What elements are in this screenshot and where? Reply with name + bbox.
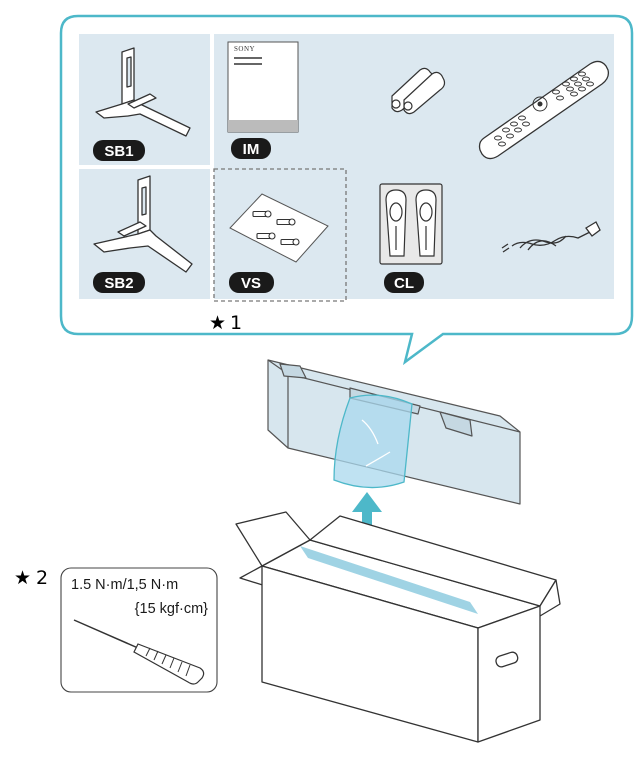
footnote-1-number: 1 — [230, 312, 242, 334]
cable-clips-illustration — [379, 183, 443, 265]
screwdriver-spec-box: 1.5 N·m/1,5 N·m {15 kgf·cm} — [60, 567, 218, 693]
footnote-2-number: 2 — [36, 567, 48, 589]
badge-cl: CL — [384, 272, 424, 293]
badge-im: IM — [231, 138, 271, 159]
star-icon: ★ — [209, 312, 226, 334]
stand-sb2-illustration — [93, 175, 193, 273]
power-cord-illustration — [501, 221, 601, 253]
badge-sb2: SB2 — [93, 272, 145, 293]
carton-box-illustration — [235, 511, 561, 743]
badge-vs: VS — [229, 272, 274, 293]
footnote-2: ★ 2 — [14, 567, 48, 589]
torque-spec-line1: 1.5 N·m/1,5 N·m — [71, 577, 178, 593]
stand-sb1-illustration — [95, 47, 191, 137]
batteries-illustration — [391, 67, 446, 115]
screwdriver-icon — [73, 619, 205, 685]
badge-im-label: IM — [243, 141, 260, 158]
screws-vs-group — [213, 168, 347, 302]
badge-cl-label: CL — [394, 275, 414, 292]
badge-sb1: SB1 — [93, 140, 145, 161]
instruction-manual-illustration: SONY — [227, 41, 299, 133]
star-icon-2: ★ — [14, 567, 31, 589]
badge-sb2-label: SB2 — [104, 275, 133, 292]
badge-vs-label: VS — [241, 275, 261, 292]
torque-spec-line2: {15 kgf·cm} — [135, 601, 208, 617]
badge-sb1-label: SB1 — [104, 143, 133, 160]
manual-brand-text: SONY — [234, 45, 255, 53]
plastic-bag-illustration — [333, 394, 413, 489]
remote-control-illustration — [478, 60, 610, 160]
footnote-1: ★ 1 — [209, 312, 242, 334]
